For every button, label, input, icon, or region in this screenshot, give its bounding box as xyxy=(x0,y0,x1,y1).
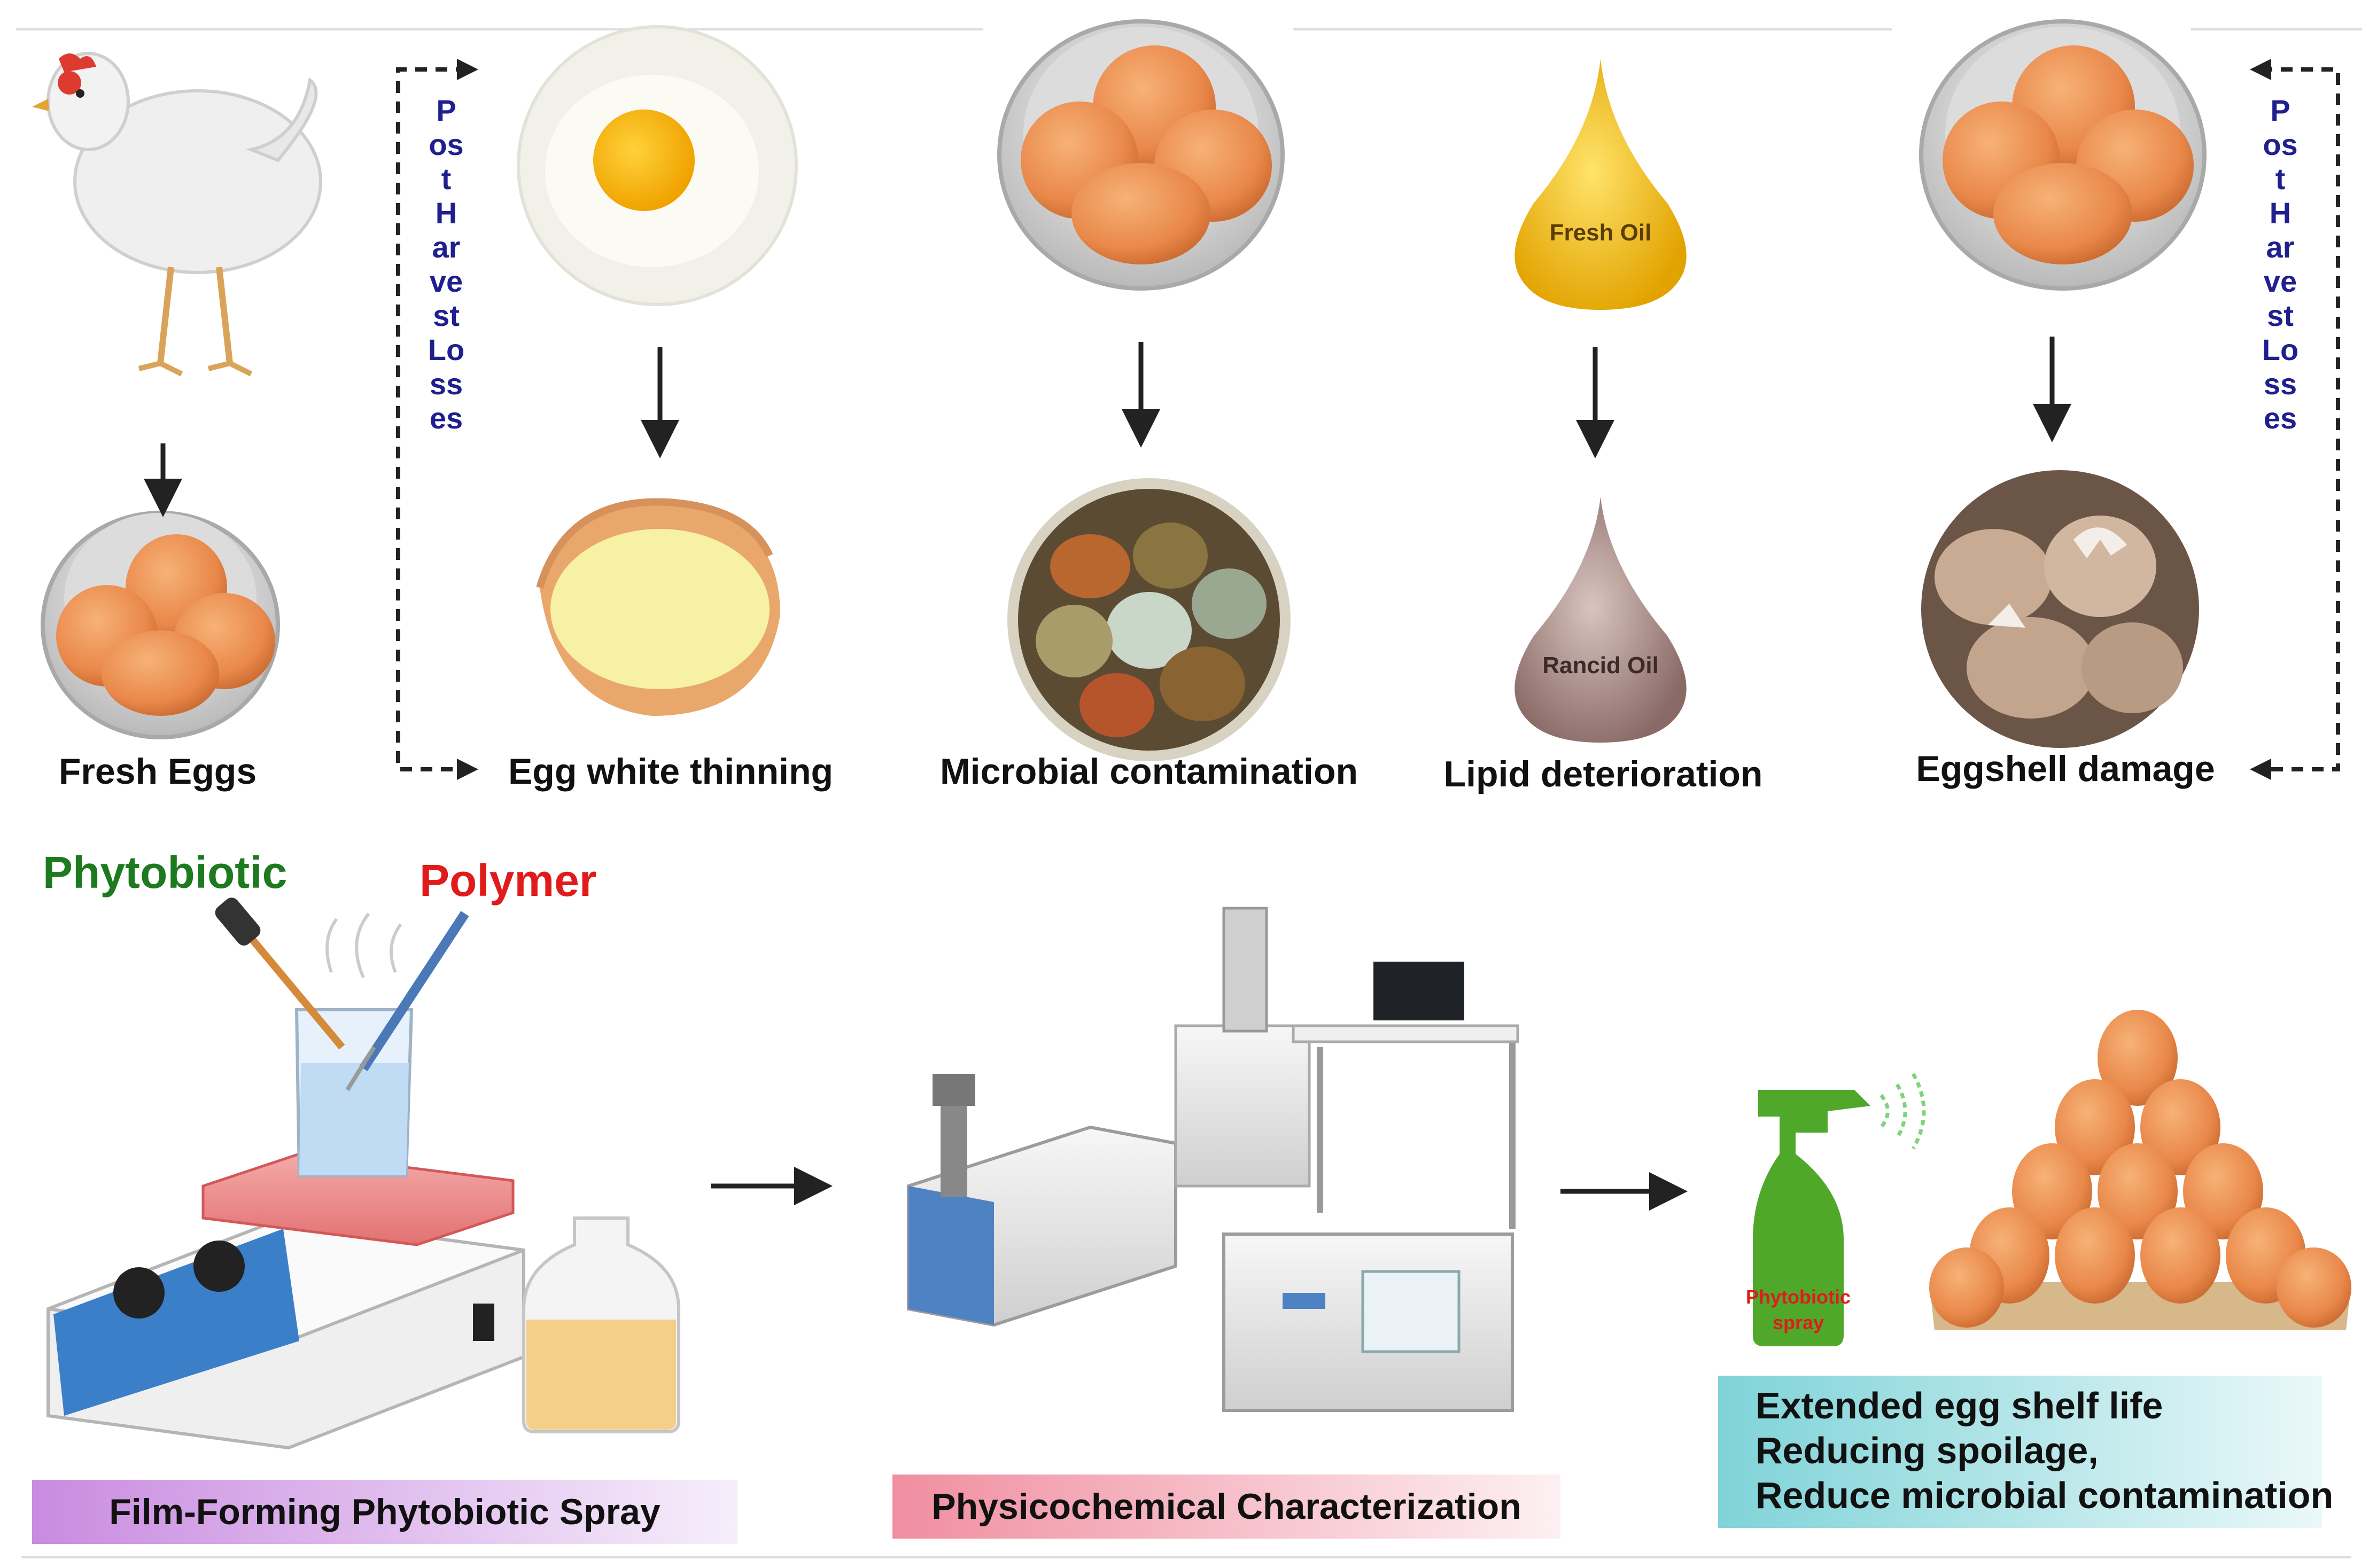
fresh-oil-drop: Fresh Oil xyxy=(1514,59,1687,310)
stage-label-eggshell-damage: Eggshell damage xyxy=(1916,748,2215,789)
spray-bottle: Phytobiotic spray xyxy=(1746,1073,1926,1346)
phytobiotic-label: Phytobiotic xyxy=(43,847,288,898)
egg-tray-pyramid xyxy=(1929,1010,2351,1330)
process-arrows xyxy=(711,1167,1688,1211)
fresh-oil-label: Fresh Oil xyxy=(1550,220,1652,246)
eggshell-bowl-top xyxy=(1919,19,2207,291)
fresh-cracked-egg xyxy=(517,25,798,306)
separator-lines xyxy=(16,28,2362,1558)
post-harvest-bracket-right xyxy=(2261,67,2340,771)
stage-label-lipid-deterioration: Lipid deterioration xyxy=(1443,754,1763,794)
banner-physicochemical-characterization: Physicochemical Characterization xyxy=(892,1475,1560,1539)
pipette-polymer xyxy=(345,911,469,1091)
dropper-phytobiotic xyxy=(215,898,345,1050)
fresh-eggs-bowl xyxy=(41,511,280,739)
post-harvest-losses-right: Post Harvest Losses xyxy=(2262,93,2299,435)
polymer-label: Polymer xyxy=(420,855,597,906)
damaged-eggshells xyxy=(1921,470,2199,748)
hen-illustration xyxy=(32,52,322,377)
post-harvest-losses-left: Post Harvest Losses xyxy=(428,93,465,435)
characterization-instruments xyxy=(907,907,1519,1412)
stage-label-egg-white-thinning: Egg white thinning xyxy=(508,751,834,792)
hot-plate-illustration xyxy=(46,1152,525,1450)
stage-label-microbial-contamination: Microbial contamination xyxy=(939,751,1358,792)
spray-label-line1: Phytobiotic xyxy=(1746,1286,1851,1308)
banner-film-forming-spray: Film-Forming Phytobiotic Spray xyxy=(32,1480,737,1544)
microbial-bowl-top xyxy=(997,19,1285,291)
outcome-item: Extended egg shelf life xyxy=(1756,1385,2163,1426)
rancid-oil-drop: Rancid Oil xyxy=(1514,497,1687,743)
outcome-item: Reducing spoilage, xyxy=(1756,1430,2099,1471)
stage-arrows xyxy=(144,337,2071,517)
contaminated-eggs xyxy=(1007,478,1291,761)
beaker-illustration xyxy=(294,912,414,1177)
thin-egg-white-shell xyxy=(536,498,780,716)
spray-label-line2: spray xyxy=(1773,1312,1824,1333)
oil-bottle-illustration xyxy=(522,1216,680,1433)
stage-label-fresh-eggs: Fresh Eggs xyxy=(58,751,257,792)
outcome-item: Reduce microbial contamination xyxy=(1756,1475,2334,1516)
outcomes-box: Extended egg shelf life Reducing spoilag… xyxy=(1718,1376,2334,1528)
rancid-oil-label: Rancid Oil xyxy=(1542,652,1659,678)
